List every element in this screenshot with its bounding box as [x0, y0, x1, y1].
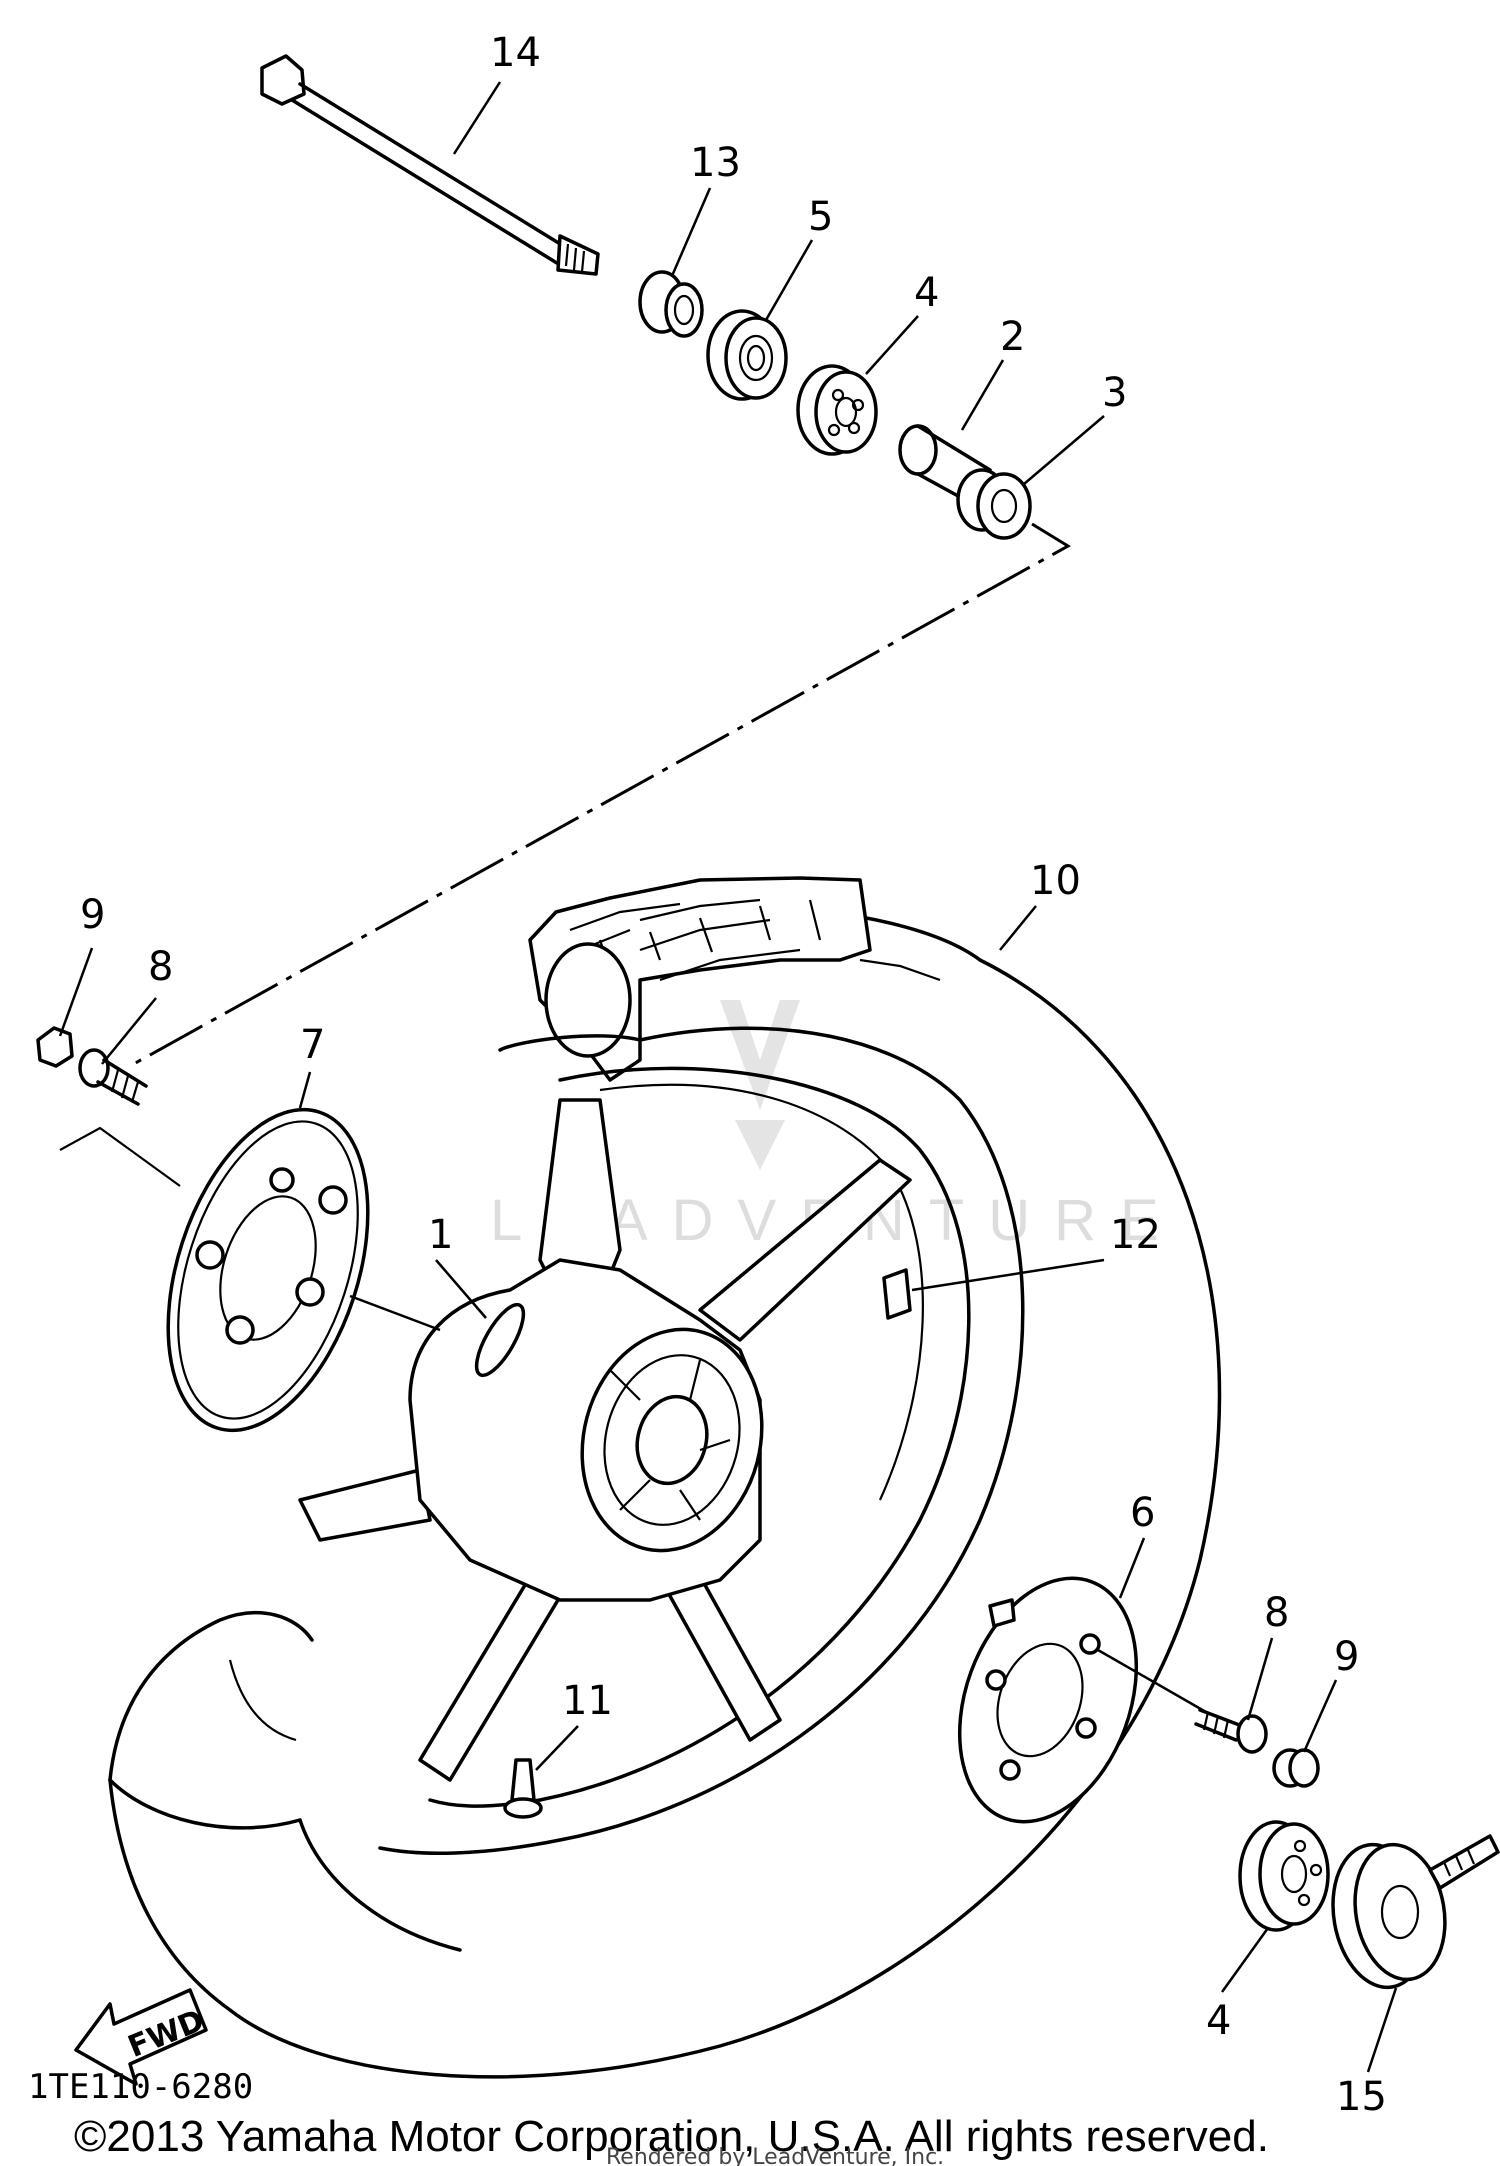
- axis-centerline: [129, 522, 1071, 1068]
- leader-lines: [58, 81, 1398, 2073]
- bolt-leader-line: [1097, 1648, 1207, 1714]
- bolt-part-8-right[interactable]: [1194, 1708, 1268, 1754]
- wheel-part-1[interactable]: [298, 1026, 1025, 1855]
- nut-part-9-right[interactable]: [1272, 1748, 1320, 1788]
- flange-part-3[interactable]: [956, 468, 1032, 540]
- balance-weight-part-12[interactable]: [882, 1268, 912, 1320]
- bearing-part-4-lower[interactable]: [1238, 1820, 1330, 1932]
- callout-12: 12: [1110, 1212, 1161, 1258]
- rendered-by-note: Rendered by LeadVenture, Inc.: [606, 2145, 944, 2166]
- callout-7: 7: [300, 1022, 325, 1068]
- callout-8-left: 8: [148, 944, 173, 990]
- brake-disc-part-7[interactable]: [131, 1084, 405, 1455]
- valve-part-11[interactable]: [503, 1758, 543, 1819]
- spacer-part-2[interactable]: [898, 424, 992, 510]
- callout-2: 2: [1000, 314, 1025, 360]
- collar-part-13[interactable]: [638, 270, 704, 338]
- callout-6: 6: [1130, 1490, 1155, 1536]
- callout-9-left: 9: [80, 892, 105, 938]
- bearing-part-5[interactable]: [706, 309, 788, 401]
- tire-part-10[interactable]: [108, 876, 1222, 2079]
- callout-3: 3: [1102, 370, 1127, 416]
- callout-14: 14: [490, 30, 541, 76]
- diagram-reference-code: 1TE110-6280: [28, 2067, 253, 2107]
- callout-11: 11: [562, 1678, 613, 1724]
- callout-5: 5: [808, 194, 833, 240]
- gear-unit-part-15[interactable]: [1322, 1834, 1500, 1995]
- callout-8-right: 8: [1264, 1590, 1289, 1636]
- callout-4-upper: 4: [914, 270, 939, 316]
- bracket-line-left: [59, 1126, 181, 1187]
- bearing-part-4-upper[interactable]: [796, 364, 878, 456]
- callout-13: 13: [690, 140, 741, 186]
- callout-9-right: 9: [1334, 1634, 1359, 1680]
- bolt-part-8-left[interactable]: [78, 1048, 148, 1106]
- axle-part-14[interactable]: [260, 54, 600, 276]
- callout-15: 15: [1336, 2074, 1387, 2120]
- callout-4-lower: 4: [1206, 1998, 1231, 2044]
- nut-part-9-left[interactable]: [36, 1026, 74, 1068]
- copyright-notice: ©2013 Yamaha Motor Corporation, U.S.A. A…: [74, 2112, 1269, 2161]
- callout-10: 10: [1030, 858, 1081, 904]
- brake-disc-part-6[interactable]: [928, 1554, 1168, 1847]
- callout-labels: 14 13 5 4 2 3 10 9 8 7 12 1 6 8 9 11 4 1…: [80, 30, 1387, 2120]
- callout-1: 1: [428, 1212, 453, 1258]
